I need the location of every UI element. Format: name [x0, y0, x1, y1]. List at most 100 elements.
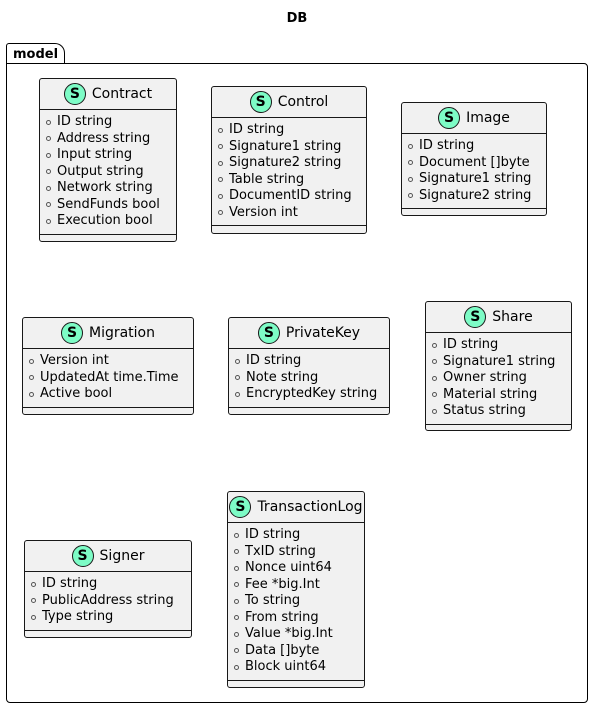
struct-icon: S	[464, 306, 487, 328]
public-visibility-icon	[235, 391, 240, 397]
field: To string	[245, 593, 301, 608]
public-visibility-icon	[432, 359, 437, 365]
package-tab: model	[6, 43, 66, 64]
field: ID string	[443, 337, 499, 352]
struct-icon: S	[63, 83, 86, 105]
public-visibility-icon	[234, 598, 239, 604]
public-visibility-icon	[234, 648, 239, 654]
field: ID string	[229, 122, 285, 137]
public-visibility-icon	[46, 185, 51, 191]
field: Data []byte	[245, 642, 320, 658]
public-visibility-icon	[218, 144, 223, 150]
field: Output string	[57, 163, 144, 179]
public-visibility-icon	[29, 358, 34, 364]
public-visibility-icon	[234, 565, 239, 571]
field: Value *big.Int	[245, 626, 333, 641]
diagram-title: DB	[286, 11, 308, 26]
field: EncryptedKey string	[246, 386, 378, 401]
field: Status string	[443, 403, 526, 418]
public-visibility-icon	[31, 614, 36, 620]
class-signer[interactable]: S Signer ID string PublicAddress string T…	[24, 540, 192, 638]
class-name: PrivateKey	[285, 325, 361, 341]
struct-icon: S	[71, 545, 94, 567]
class-name: TransactionLog	[257, 499, 363, 515]
public-visibility-icon	[432, 375, 437, 381]
field: Table string	[229, 171, 305, 187]
field: Version int	[229, 204, 298, 220]
field: Input string	[57, 147, 133, 162]
public-visibility-icon	[218, 193, 223, 199]
field: ID string	[419, 138, 475, 153]
public-visibility-icon	[46, 202, 51, 208]
public-visibility-icon	[408, 193, 413, 199]
public-visibility-icon	[234, 631, 239, 637]
public-visibility-icon	[235, 358, 240, 364]
class-image[interactable]: S Image ID string Document []byte Signatu…	[401, 102, 547, 216]
public-visibility-icon	[235, 375, 240, 381]
field: SendFunds bool	[57, 196, 160, 212]
field: ID string	[57, 114, 113, 129]
public-visibility-icon	[234, 664, 239, 670]
field: Material string	[443, 386, 538, 402]
public-visibility-icon	[218, 160, 223, 166]
public-visibility-icon	[46, 169, 51, 175]
public-visibility-icon	[432, 408, 437, 414]
public-visibility-icon	[46, 152, 51, 158]
field: Nonce uint64	[245, 560, 332, 575]
field: Signature2 string	[229, 155, 342, 170]
class-name: Migration	[88, 325, 155, 341]
field: Version int	[40, 353, 109, 368]
struct-icon: S	[257, 322, 280, 344]
class-share[interactable]: S Share ID string Signature1 string Owner…	[425, 301, 572, 431]
field: Network string	[57, 180, 153, 195]
field: Document []byte	[419, 154, 530, 170]
public-visibility-icon	[29, 375, 34, 381]
field: ID string	[42, 576, 98, 591]
public-visibility-icon	[31, 581, 36, 587]
public-visibility-icon	[46, 136, 51, 142]
field: DocumentID string	[229, 188, 352, 203]
class-name: Share	[492, 309, 533, 325]
field: Signature1 string	[419, 171, 532, 186]
class-name: Image	[466, 110, 510, 126]
public-visibility-icon	[218, 210, 223, 216]
field: Signature1 string	[229, 138, 342, 154]
field: Owner string	[443, 370, 527, 385]
public-visibility-icon	[234, 582, 239, 588]
class-name: Contract	[91, 86, 153, 102]
struct-icon: S	[438, 107, 461, 129]
struct-icon: S	[249, 91, 272, 113]
field: Type string	[42, 609, 114, 624]
field: Address string	[57, 130, 151, 146]
public-visibility-icon	[31, 598, 36, 604]
class-contract[interactable]: S Contract ID string Address string Input…	[39, 78, 177, 242]
public-visibility-icon	[432, 392, 437, 398]
field: Active bool	[40, 386, 113, 401]
class-name: Control	[277, 94, 329, 110]
public-visibility-icon	[234, 615, 239, 621]
class-privatekey[interactable]: S PrivateKey ID string Note string Encryp…	[228, 317, 390, 415]
class-name: Signer	[99, 548, 145, 564]
public-visibility-icon	[46, 218, 51, 224]
field: PublicAddress string	[42, 592, 174, 608]
public-visibility-icon	[234, 549, 239, 555]
field: ID string	[246, 353, 302, 368]
public-visibility-icon	[218, 127, 223, 133]
public-visibility-icon	[432, 342, 437, 348]
public-visibility-icon	[408, 176, 413, 182]
field: Signature1 string	[443, 353, 556, 369]
field: Fee *big.Int	[245, 576, 320, 592]
field: From string	[245, 609, 319, 625]
public-visibility-icon	[408, 160, 413, 166]
public-visibility-icon	[46, 119, 51, 125]
field: ID string	[245, 527, 301, 542]
struct-icon: S	[60, 322, 83, 344]
public-visibility-icon	[234, 532, 239, 538]
public-visibility-icon	[29, 391, 34, 397]
class-control[interactable]: S Control ID string Signature1 string Sig…	[211, 86, 367, 234]
field: TxID string	[245, 543, 316, 559]
field: Note string	[246, 369, 319, 385]
public-visibility-icon	[218, 177, 223, 183]
